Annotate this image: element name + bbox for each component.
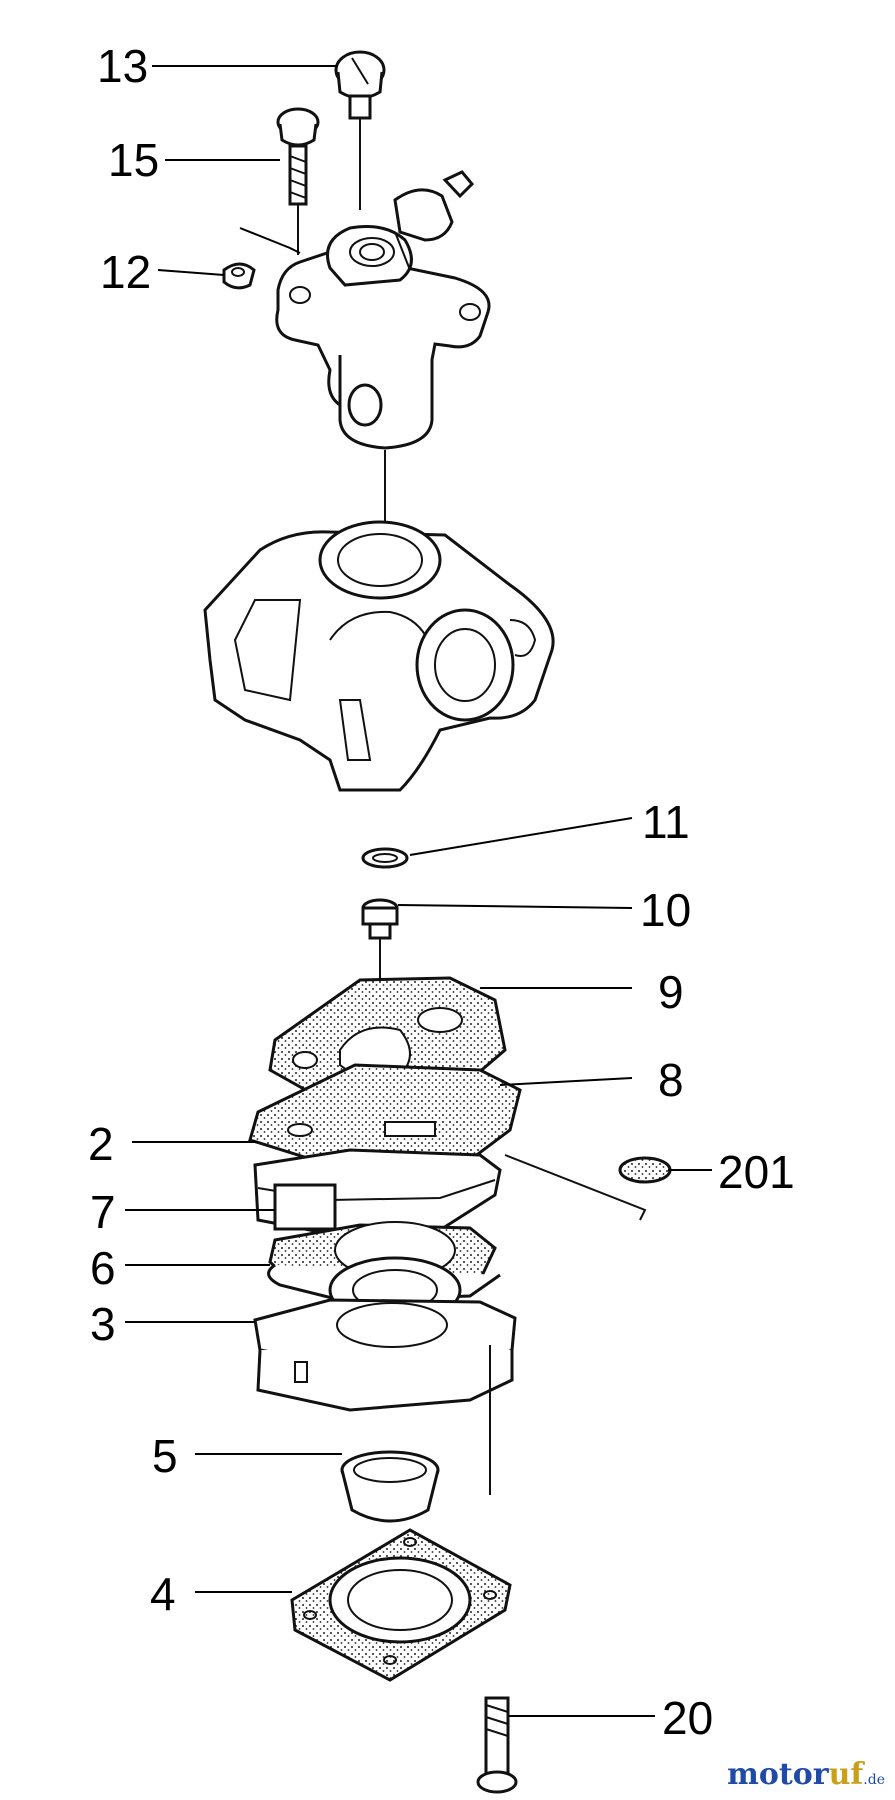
part-5-cup bbox=[340, 1450, 440, 1523]
callout-10: 10 bbox=[640, 884, 691, 936]
callout-6: 6 bbox=[90, 1242, 116, 1294]
callout-201: 201 bbox=[718, 1146, 795, 1198]
part-201-screen bbox=[504, 1154, 672, 1221]
watermark-tld: .de bbox=[863, 1772, 885, 1788]
part-13-screw bbox=[334, 50, 386, 210]
watermark-logo: motoruf.de bbox=[727, 1757, 885, 1792]
callout-labels: 13 15 12 11 10 9 8 2 201 7 6 3 5 4 20 bbox=[88, 40, 795, 1744]
part-2-block bbox=[253, 1148, 502, 1234]
part-12-washer bbox=[222, 262, 256, 290]
leader-lines bbox=[125, 65, 712, 1717]
watermark-brand-a: motor bbox=[727, 1757, 829, 1792]
part-4-cover bbox=[290, 1528, 512, 1682]
part-8-plate bbox=[248, 1063, 522, 1167]
callout-15: 15 bbox=[108, 134, 159, 186]
part-3-pump-body bbox=[253, 1298, 517, 1495]
callout-2: 2 bbox=[88, 1118, 114, 1170]
callout-3: 3 bbox=[90, 1298, 116, 1350]
callout-7: 7 bbox=[90, 1186, 116, 1238]
throttle-housing bbox=[275, 170, 491, 450]
watermark-brand-b: uf bbox=[828, 1757, 864, 1792]
callout-8: 8 bbox=[658, 1054, 684, 1106]
part-11-o-ring bbox=[361, 847, 409, 869]
callout-5: 5 bbox=[152, 1430, 178, 1482]
callout-13: 13 bbox=[97, 40, 148, 92]
callout-9: 9 bbox=[658, 966, 684, 1018]
callout-4: 4 bbox=[150, 1568, 176, 1620]
part-6-gasket bbox=[267, 1256, 501, 1324]
carburetor-body bbox=[203, 520, 555, 792]
callout-20: 20 bbox=[662, 1692, 713, 1744]
part-20-bolt bbox=[476, 1696, 518, 1794]
part-15-screw bbox=[276, 107, 320, 255]
callout-11: 11 bbox=[642, 796, 690, 848]
callout-12: 12 bbox=[100, 246, 151, 298]
